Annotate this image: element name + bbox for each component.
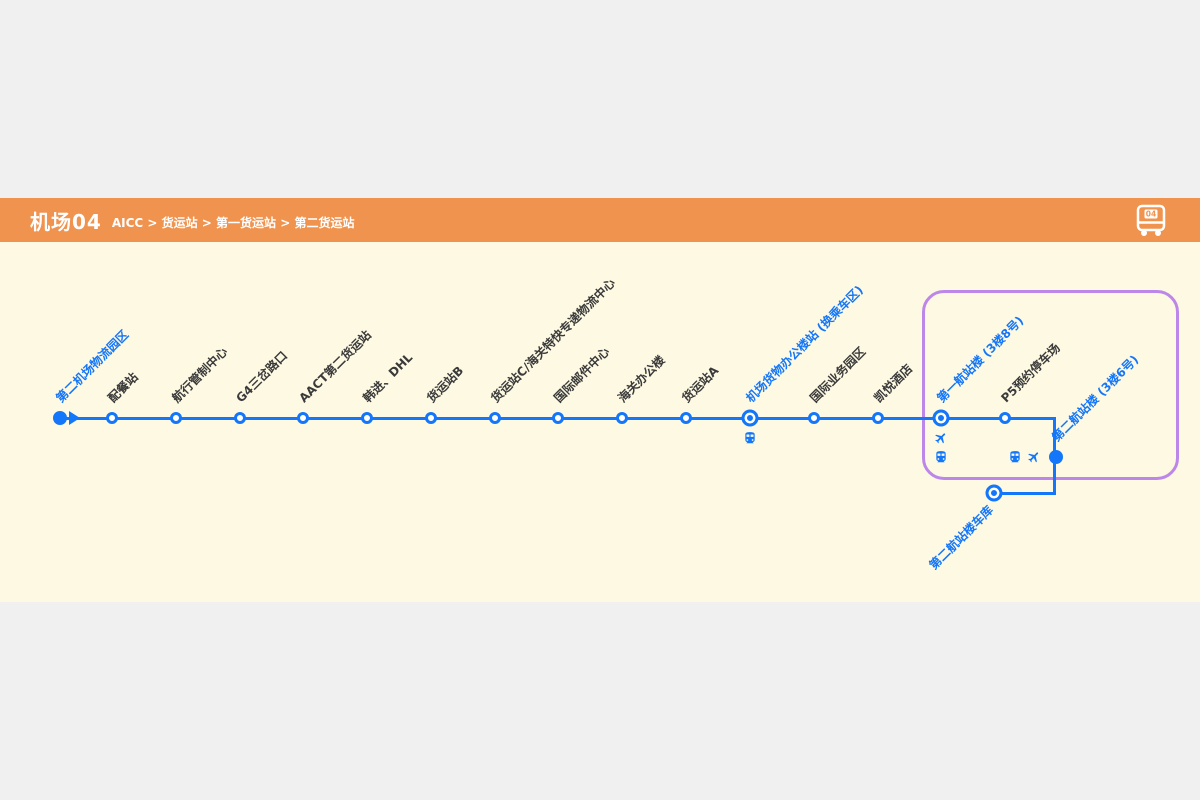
train-icon [934, 450, 948, 464]
station-dot-16[interactable] [999, 412, 1011, 424]
station-icons-15 [934, 431, 948, 464]
station-dot-5[interactable] [297, 412, 309, 424]
station-label-13[interactable]: 国际业务园区 [807, 344, 869, 406]
plane-icon [934, 431, 948, 445]
station-label-9[interactable]: 国际邮件中心 [551, 344, 613, 406]
station-dot-4[interactable] [234, 412, 246, 424]
station-dot-15[interactable] [932, 409, 950, 427]
route-title: 机场04 [30, 209, 102, 234]
bus-icon-number: 04 [1146, 210, 1156, 219]
station-dot-8[interactable] [489, 412, 501, 424]
station-dot-1[interactable] [53, 411, 67, 425]
station-dot-2[interactable] [106, 412, 118, 424]
train-icon [1008, 450, 1022, 464]
station-dot-12[interactable] [741, 409, 759, 427]
route-card: 机场04 AICC > 货运站 > 第一货运站 > 第二货运站 04 第二机场物… [0, 198, 1200, 602]
train-icon [743, 431, 757, 445]
station-label-10[interactable]: 海关办公楼 [615, 352, 668, 406]
station-label-4[interactable]: G4三岔路口 [233, 348, 291, 406]
terminal-highlight-box [922, 290, 1179, 480]
station-label-14[interactable]: 凯悦酒店 [871, 361, 916, 406]
station-dot-6[interactable] [361, 412, 373, 424]
station-dot-13[interactable] [808, 412, 820, 424]
station-label-18[interactable]: 第二航站楼车库 [926, 503, 996, 573]
route-direction-arrow [69, 411, 80, 425]
station-dot-3[interactable] [170, 412, 182, 424]
station-dot-17[interactable] [1049, 450, 1063, 464]
route-line-branch [994, 492, 1056, 495]
station-label-11[interactable]: 货运站A [679, 363, 722, 406]
station-label-3[interactable]: 航行管制中心 [169, 344, 231, 406]
station-dot-14[interactable] [872, 412, 884, 424]
station-label-12[interactable]: 机场货物办公楼站 (换乘车区) [743, 282, 866, 406]
station-label-2[interactable]: 配餐站 [105, 369, 141, 406]
station-label-8[interactable]: 货运站C/海关特快专递物流中心 [488, 275, 618, 406]
station-icons-17 [1008, 450, 1041, 464]
station-dot-7[interactable] [425, 412, 437, 424]
station-icons-12 [743, 431, 757, 445]
station-dot-10[interactable] [616, 412, 628, 424]
route-breadcrumb: AICC > 货运站 > 第一货运站 > 第二货运站 [111, 216, 355, 230]
bus-icon: 04 [1132, 202, 1170, 238]
station-label-7[interactable]: 货运站B [424, 363, 467, 406]
station-dot-18[interactable] [985, 484, 1003, 502]
station-dot-9[interactable] [552, 412, 564, 424]
route-header: 机场04 AICC > 货运站 > 第一货运站 > 第二货运站 04 [0, 198, 1200, 242]
station-dot-11[interactable] [680, 412, 692, 424]
station-label-6[interactable]: 韩进、DHL [360, 350, 416, 406]
plane-icon [1027, 450, 1041, 464]
